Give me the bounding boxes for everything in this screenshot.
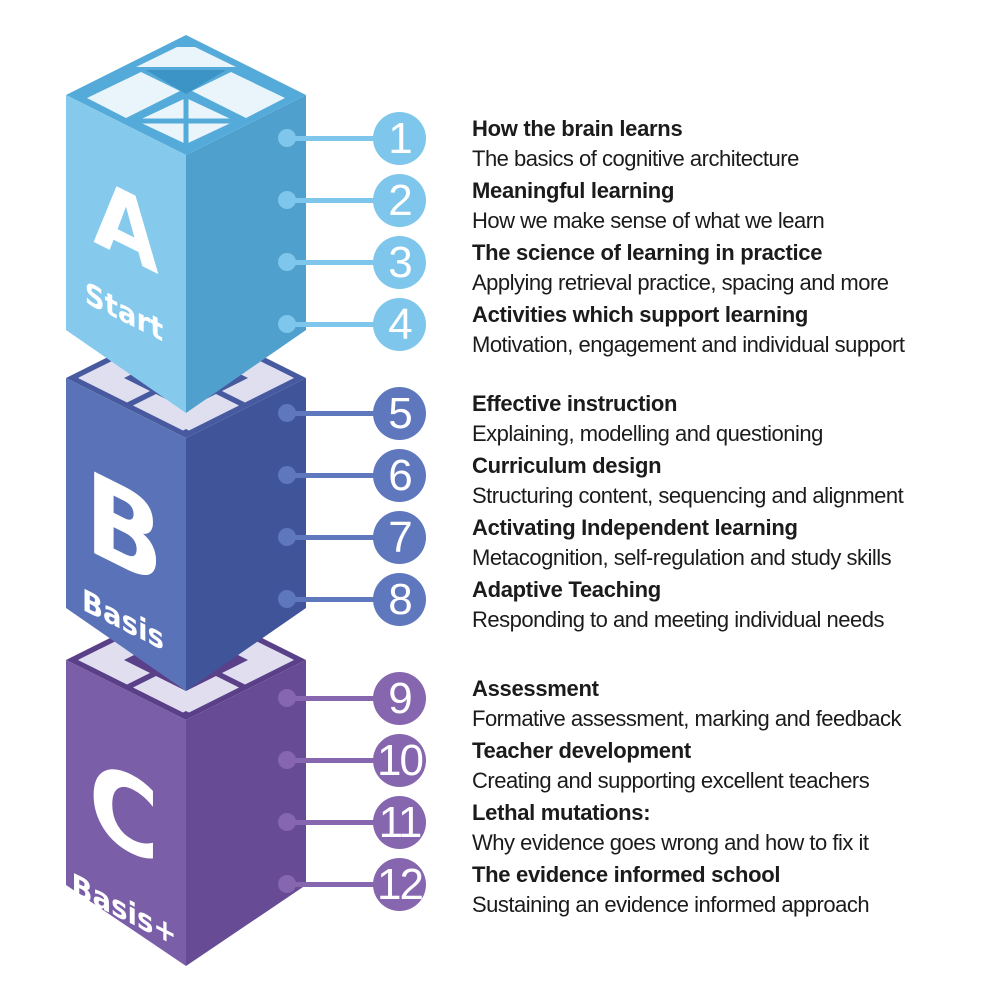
module-number-badge: 1 <box>373 112 426 165</box>
cube-a-funnel-opening <box>146 70 226 94</box>
module-title: The science of learning in practice <box>472 240 823 265</box>
module-text: Teacher development Creating and support… <box>472 736 870 796</box>
module-number-badge: 6 <box>373 449 426 502</box>
module-group-b: 5 Effective instruction Explaining, mode… <box>278 387 990 637</box>
module-number: 2 <box>388 175 413 225</box>
module-item-3: 3 The science of learning in practice Ap… <box>278 236 990 300</box>
connector-line <box>287 198 401 203</box>
module-title: Assessment <box>472 676 599 701</box>
module-description: Metacognition, self-regulation and study… <box>472 545 892 570</box>
connector-line <box>287 597 401 602</box>
cube-c-right-face <box>186 660 306 966</box>
module-number-badge: 10 <box>373 734 426 787</box>
module-number-badge: 12 <box>373 858 426 911</box>
module-number: 7 <box>388 512 413 562</box>
module-number: 4 <box>388 299 413 349</box>
module-item-5: 5 Effective instruction Explaining, mode… <box>278 387 990 451</box>
module-text: Activating Independent learning Metacogn… <box>472 513 892 573</box>
module-item-8: 8 Adaptive Teaching Responding to and me… <box>278 573 990 637</box>
module-description: Responding to and meeting individual nee… <box>472 607 884 632</box>
module-text: Adaptive Teaching Responding to and meet… <box>472 575 884 635</box>
module-number: 8 <box>388 574 413 624</box>
module-number-badge: 4 <box>373 298 426 351</box>
module-item-1: 1 How the brain learns The basics of cog… <box>278 112 990 176</box>
module-description: Creating and supporting excellent teache… <box>472 768 870 793</box>
cube-b-right-face <box>186 378 306 691</box>
module-text: Assessment Formative assessment, marking… <box>472 674 901 734</box>
module-item-12: 12 The evidence informed school Sustaini… <box>278 858 990 922</box>
module-text: Effective instruction Explaining, modell… <box>472 389 823 449</box>
module-text: The science of learning in practice Appl… <box>472 238 889 298</box>
module-title: Meaningful learning <box>472 178 675 203</box>
module-item-6: 6 Curriculum design Structuring content,… <box>278 449 990 513</box>
module-title: Activating Independent learning <box>472 515 798 540</box>
connector-line <box>287 473 401 478</box>
module-item-10: 10 Teacher development Creating and supp… <box>278 734 990 798</box>
module-number: 5 <box>388 388 413 438</box>
module-title: Adaptive Teaching <box>472 577 661 602</box>
module-description: Sustaining an evidence informed approach <box>472 892 870 917</box>
module-text: Curriculum design Structuring content, s… <box>472 451 904 511</box>
module-number: 9 <box>388 673 413 723</box>
module-item-4: 4 Activities which support learning Moti… <box>278 298 990 362</box>
module-title: Lethal mutations: <box>472 800 651 825</box>
cube-c: C Basis+ <box>66 600 306 966</box>
cube-a: A Start <box>66 35 306 413</box>
connector-line <box>287 322 401 327</box>
connector-line <box>287 820 401 825</box>
cube-b-left-face <box>66 378 186 691</box>
connector-line <box>287 882 401 887</box>
module-number: 1 <box>388 113 413 163</box>
module-number-badge: 2 <box>373 174 426 227</box>
module-text: The evidence informed school Sustaining … <box>472 860 870 920</box>
module-description: The basics of cognitive architecture <box>472 146 799 171</box>
module-number: 6 <box>388 450 413 500</box>
module-description: Explaining, modelling and questioning <box>472 421 823 446</box>
module-number: 12 <box>377 859 424 909</box>
module-text: How the brain learns The basics of cogni… <box>472 114 799 174</box>
module-title: Curriculum design <box>472 453 662 478</box>
module-text: Lethal mutations: Why evidence goes wron… <box>472 798 869 858</box>
module-group-a: 1 How the brain learns The basics of cog… <box>278 112 990 362</box>
module-description: Applying retrieval practice, spacing and… <box>472 270 889 295</box>
module-description: Formative assessment, marking and feedba… <box>472 706 901 731</box>
module-item-9: 9 Assessment Formative assessment, marki… <box>278 672 990 736</box>
module-description: Why evidence goes wrong and how to fix i… <box>472 830 869 855</box>
module-group-c: 9 Assessment Formative assessment, marki… <box>278 672 990 922</box>
module-title: How the brain learns <box>472 116 683 141</box>
connector-line <box>287 260 401 265</box>
module-title: Teacher development <box>472 738 691 763</box>
module-text: Activities which support learning Motiva… <box>472 300 905 360</box>
module-number-badge: 3 <box>373 236 426 289</box>
cube-c-left-face <box>66 660 186 966</box>
module-title: The evidence informed school <box>472 862 781 887</box>
module-item-2: 2 Meaningful learning How we make sense … <box>278 174 990 238</box>
module-number-badge: 9 <box>373 672 426 725</box>
cube-a-right-face <box>186 95 306 413</box>
module-number-badge: 11 <box>373 796 426 849</box>
module-number: 3 <box>388 237 413 287</box>
module-number-badge: 5 <box>373 387 426 440</box>
module-description: Structuring content, sequencing and alig… <box>472 483 904 508</box>
module-description: How we make sense of what we learn <box>472 208 825 233</box>
module-number: 10 <box>377 735 424 785</box>
module-description: Motivation, engagement and individual su… <box>472 332 905 357</box>
connector-line <box>287 758 401 763</box>
module-number: 11 <box>378 797 423 847</box>
module-title: Activities which support learning <box>472 302 809 327</box>
module-number-badge: 7 <box>373 511 426 564</box>
module-number-badge: 8 <box>373 573 426 626</box>
cube-b: B Basis <box>66 318 306 691</box>
module-item-7: 7 Activating Independent learning Metaco… <box>278 511 990 575</box>
cube-a-left-face <box>66 95 186 413</box>
connector-line <box>287 535 401 540</box>
connector-line <box>287 411 401 416</box>
connector-line <box>287 136 401 141</box>
module-title: Effective instruction <box>472 391 678 416</box>
module-text: Meaningful learning How we make sense of… <box>472 176 825 236</box>
connector-line <box>287 696 401 701</box>
module-item-11: 11 Lethal mutations: Why evidence goes w… <box>278 796 990 860</box>
